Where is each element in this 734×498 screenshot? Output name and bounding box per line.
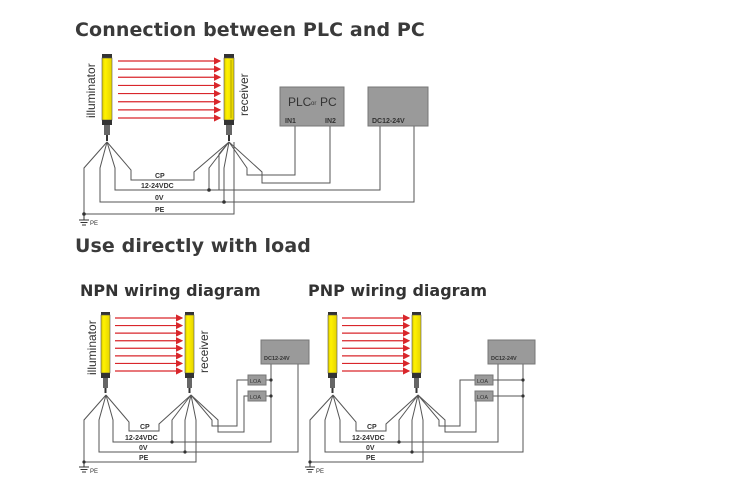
light-beams [115, 314, 184, 375]
load-box-2: LOA [474, 390, 494, 402]
wires-top [83, 126, 415, 215]
light-beams [118, 57, 222, 122]
power-label: DC12-24V [264, 356, 290, 362]
plc-or: or [311, 101, 316, 107]
pnp-diagram: PE CP 12-24VDC 0V PE DC12-24V LOA LOA [305, 312, 536, 475]
emitter-sensor [327, 312, 338, 393]
ground-label: PE [90, 469, 98, 475]
power-label: DC12-24V [491, 356, 517, 362]
wires-npn [83, 364, 299, 463]
wire-label-cp: CP [140, 424, 150, 431]
receiver-sensor [223, 54, 235, 141]
load-label: LOA [250, 379, 261, 385]
wire-label-0v: 0V [366, 445, 375, 452]
load-label: LOA [250, 395, 261, 401]
in2-label: IN2 [325, 118, 336, 125]
load-box-2: LOA [247, 390, 267, 402]
plc-box: PLC or PC IN1 IN2 [279, 86, 345, 127]
cp-wire [105, 394, 192, 432]
wire-label-supply: 12-24VDC [125, 435, 158, 442]
power-supply-box: DC12-24V [487, 339, 536, 365]
main-title: Connection between PLC and PC [75, 19, 425, 41]
wire-label-0v: 0V [139, 445, 148, 452]
wire-label-pe: PE [366, 455, 376, 462]
load-label: LOA [477, 395, 488, 401]
emitter-label: illuminator [84, 63, 98, 118]
pnp-title: PNP wiring diagram [308, 281, 488, 300]
ground-label: PE [90, 221, 98, 227]
wire-label-cp: CP [155, 173, 165, 180]
pe-wire [84, 168, 235, 215]
supply-wire [219, 126, 381, 191]
cp-wire [106, 141, 230, 181]
load1-wire [417, 379, 475, 427]
receiver-sensor [184, 312, 195, 393]
pc-title: PC [320, 95, 337, 109]
wire-label-pe: PE [139, 455, 149, 462]
load-box-1: LOA [247, 374, 267, 386]
receiver-label: receiver [197, 330, 211, 373]
cp-wire [332, 394, 419, 432]
emitter-label: illuminator [85, 320, 99, 375]
plc-title: PLC [288, 95, 312, 109]
load-label: LOA [477, 379, 488, 385]
section-title: Use directly with load [75, 235, 311, 257]
in2-wire [228, 126, 331, 184]
wire-label-cp: CP [367, 424, 377, 431]
light-beams [342, 314, 411, 375]
ground-label: PE [316, 469, 324, 475]
load2-wire [190, 394, 248, 433]
pe-wire [310, 394, 424, 463]
wire-label-supply: 12-24VDC [141, 183, 174, 190]
top-diagram: illuminator receiver [79, 54, 429, 227]
ground-icon [79, 214, 89, 226]
wires-pnp [309, 364, 524, 463]
pe-wire [84, 394, 197, 463]
load1-wire [190, 379, 248, 427]
power-supply-box: DC12-24V [367, 86, 429, 127]
ground-icon [305, 462, 315, 473]
wire-label-pe: PE [155, 207, 165, 214]
receiver-label: receiver [237, 73, 251, 116]
npn-diagram: illuminator receiver [79, 312, 310, 475]
emitter-sensor [101, 54, 113, 141]
power-supply-box: DC12-24V [260, 339, 310, 365]
in1-wire [228, 126, 296, 176]
ground-icon [79, 462, 89, 473]
receiver-sensor [411, 312, 422, 393]
in1-label: IN1 [285, 118, 296, 125]
load-box-1: LOA [474, 374, 494, 386]
emitter-sensor [100, 312, 111, 393]
zero-wire [224, 126, 415, 203]
power-label: DC12-24V [372, 118, 405, 125]
wire-label-0v: 0V [155, 195, 164, 202]
wire-label-supply: 12-24VDC [352, 435, 385, 442]
npn-title: NPN wiring diagram [80, 281, 261, 300]
